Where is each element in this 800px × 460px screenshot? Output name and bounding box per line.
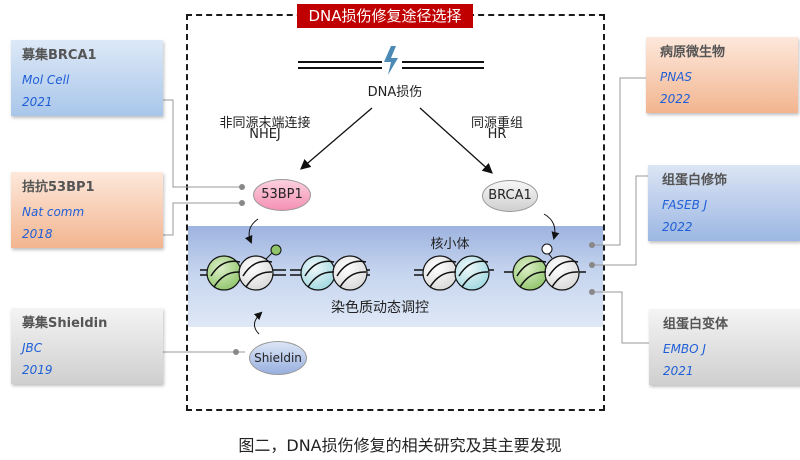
right-connectors [592, 77, 654, 344]
card-year: 2021 [22, 95, 53, 109]
protein-53bp1: 53BP1 [253, 179, 311, 211]
protein-shieldin: Shieldin [249, 341, 307, 375]
connector-dot [239, 184, 245, 190]
histone-modification-mark [270, 244, 282, 256]
nhej-label-en: NHEJ [249, 127, 281, 142]
nucleosome-pair-3 [414, 255, 494, 291]
chromatin-regulation-label: 染色质动态调控 [331, 300, 429, 316]
dna-double-strand [298, 61, 484, 69]
card-year: 2019 [22, 363, 53, 377]
card-journal: FASEB J [662, 198, 708, 212]
card-title: 募集Shieldin [22, 316, 108, 331]
protein-brca1: BRCA1 [482, 180, 538, 212]
dna-damage-label: DNA损伤 [367, 85, 423, 100]
nucleosome-pair-1 [200, 244, 286, 291]
curved-arrow-brca1 [543, 213, 560, 240]
study-card-histone-modification: 组蛋白修饰 FASEB J 2022 [648, 165, 800, 241]
connector-dot [233, 349, 239, 355]
study-card-recruit-shieldin: 募集Shieldin JBC 2019 [11, 308, 163, 384]
nucleosome-label: 核小体 [430, 237, 470, 252]
study-card-histone-variant: 组蛋白变体 EMBO J 2021 [649, 309, 800, 385]
histone-modification-mark [541, 243, 553, 255]
card-journal: JBC [22, 341, 43, 355]
connector-dot [589, 242, 595, 248]
nucleosome-pair-2 [290, 255, 370, 291]
card-journal: Nat comm [22, 205, 85, 219]
card-year: 2018 [22, 227, 53, 241]
card-title: 病原微生物 [660, 45, 726, 60]
nhej-label-cn: 非同源末端连接 [219, 116, 311, 131]
nucleosome-pair-4 [504, 243, 586, 291]
connector-dot [589, 289, 595, 295]
figure-caption: 图二，DNA损伤修复的相关研究及其主要发现 [238, 436, 562, 455]
curved-arrow-53bp1 [244, 218, 259, 244]
arrow-to-53bp1 [300, 107, 373, 170]
card-title: 拮抗53BP1 [22, 180, 95, 195]
card-journal: EMBO J [663, 342, 706, 356]
histone-octamer [238, 255, 274, 291]
card-journal: PNAS [660, 70, 693, 84]
card-year: 2022 [662, 220, 693, 234]
card-title: 组蛋白修饰 [662, 173, 728, 188]
connector-dot [239, 200, 245, 206]
study-card-recruit-brca1: 募集BRCA1 Mol Cell 2021 [11, 40, 163, 116]
diagram-title: DNA损伤修复途径选择 [297, 4, 473, 28]
hr-label-en: HR [487, 127, 507, 142]
card-journal: Mol Cell [22, 73, 70, 87]
study-card-pathogen: 病原微生物 PNAS 2022 [646, 37, 798, 113]
lightning-bolt-icon [384, 46, 398, 75]
card-title: 组蛋白变体 [663, 317, 729, 332]
study-card-antagonize-53bp1: 拮抗53BP1 Nat comm 2018 [11, 172, 163, 248]
arrow-to-brca1 [419, 107, 493, 174]
connector-dot [589, 262, 595, 268]
card-title: 募集BRCA1 [22, 48, 97, 63]
card-year: 2021 [663, 364, 694, 378]
card-year: 2022 [660, 92, 691, 106]
hr-label-cn: 同源重组 [470, 116, 523, 131]
curved-arrow-shieldin [253, 311, 263, 335]
